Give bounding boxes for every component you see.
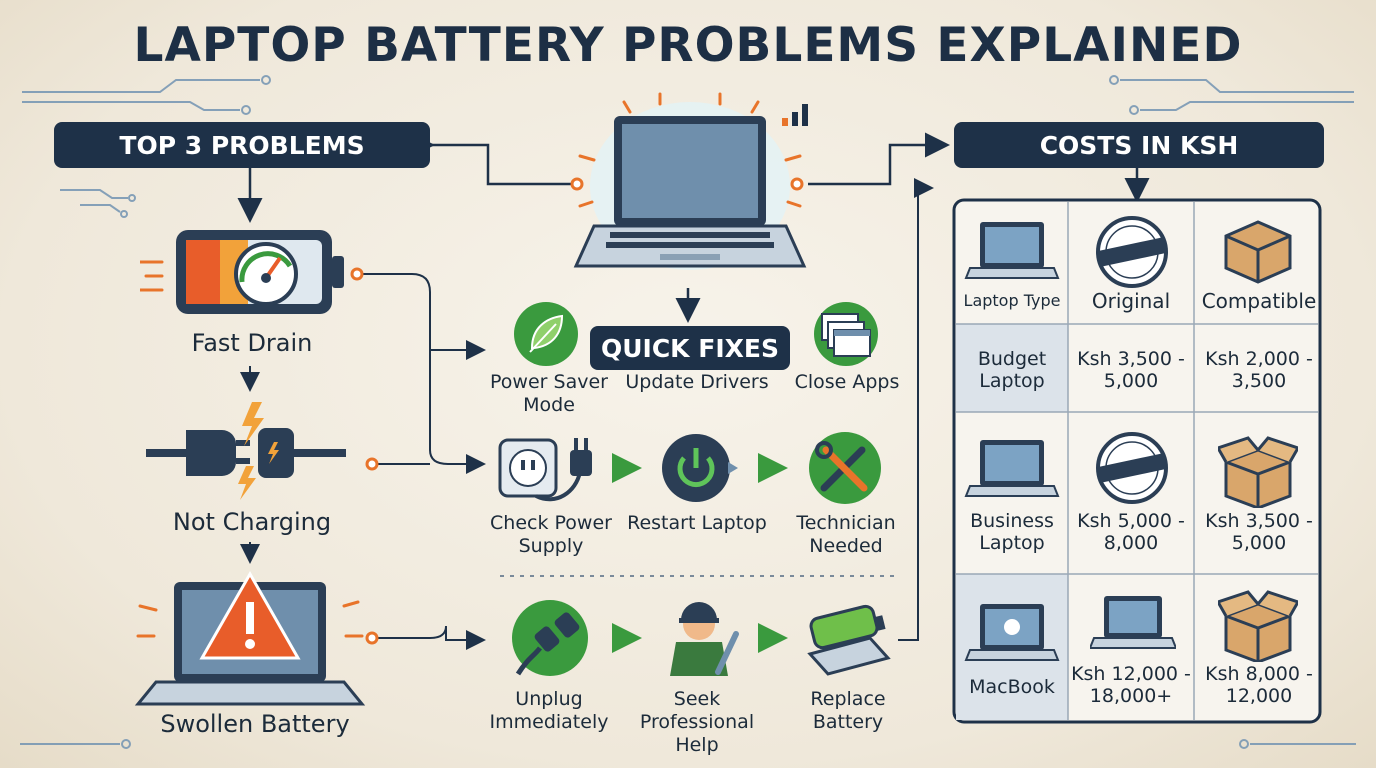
power-button-icon [662,434,738,502]
row-business-compatible: Ksh 3,500 - 5,000 [1205,510,1313,554]
row-macbook-type: MacBook [969,676,1055,698]
genuine-seal-icon [1096,216,1168,288]
tools-icon [809,432,881,504]
power-outlet-icon [498,438,592,502]
fix-seek-help: Seek Professional Help [639,688,755,756]
unplugged-cable-icon [146,402,346,500]
box-icon [1224,220,1292,284]
fix-power-saver: Power Saver Mode [490,371,608,416]
windows-icon [814,302,878,366]
problems-header: TOP 3 PROBLEMS [54,122,430,168]
fix-replace-battery: Replace Battery [810,688,886,733]
leaf-icon [514,302,578,366]
fix-technician: Technician Needed [796,512,896,557]
laptop-icon [964,440,1060,497]
row-budget-original: Ksh 3,500 - 5,000 [1077,348,1185,392]
genuine-seal-icon [1096,432,1168,504]
macbook-icon [964,604,1060,661]
laptop-warning-icon [134,570,366,706]
fix-restart: Restart Laptop [627,512,767,534]
row-business-type: Business Laptop [970,510,1054,554]
laptop-icon [964,222,1060,279]
fix-close-apps: Close Apps [794,371,900,393]
row-macbook-original: Ksh 12,000 - 18,000+ [1071,663,1191,707]
laptop-hero-icon [573,92,808,270]
fix-check-power: Check Power Supply [490,512,612,557]
row-business-original: Ksh 5,000 - 8,000 [1077,510,1185,554]
row-macbook-compatible: Ksh 8,000 - 12,000 [1205,663,1313,707]
battery-gauge-icon [140,230,344,314]
box-open-icon [1218,436,1298,508]
box-open-icon [1218,590,1298,662]
fixes-header: QUICK FIXES [590,326,790,370]
costs-header: COSTS IN KSH [954,122,1324,168]
fix-unplug: Unplug Immediately [489,688,609,733]
header-original: Original [1091,289,1171,313]
fix-update-drivers: Update Drivers [625,371,769,393]
row-budget-type: Budget Laptop [977,348,1047,392]
row-budget-compatible: Ksh 2,000 - 3,500 [1205,348,1313,392]
header-compatible: Compatible [1201,289,1317,313]
problem-swollen-battery: Swollen Battery [160,710,350,738]
header-laptop-type: Laptop Type [963,291,1061,310]
page-title: LAPTOP BATTERY PROBLEMS EXPLAINED [133,18,1243,73]
unplug-icon [512,600,588,676]
technician-icon [670,602,739,676]
battery-replace-icon [807,604,891,676]
problem-not-charging: Not Charging [172,508,332,536]
laptop-icon [1090,596,1176,649]
problem-fast-drain: Fast Drain [191,329,313,357]
